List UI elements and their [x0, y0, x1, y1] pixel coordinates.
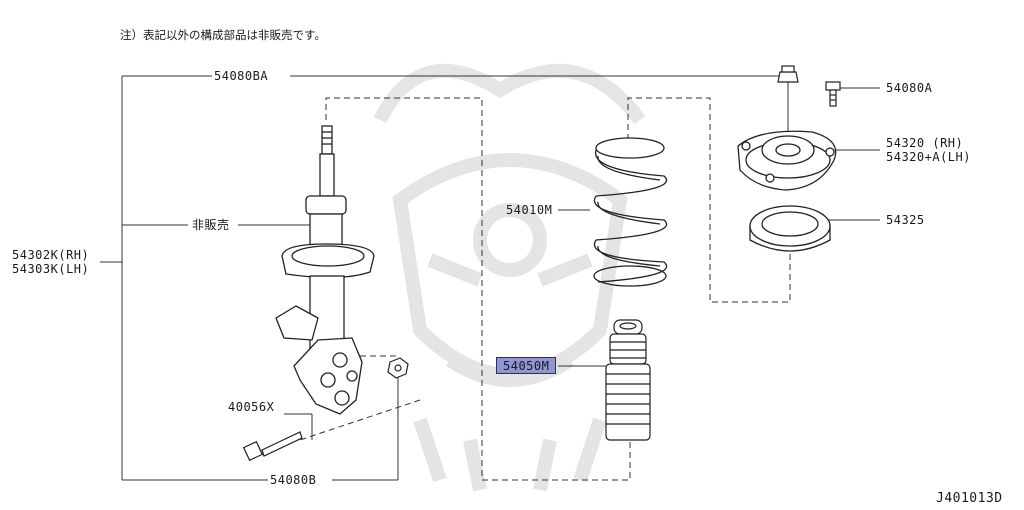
label-54303k-lh[interactable]: 54303K(LH)	[12, 262, 90, 276]
note-text: 注）表記以外の構成部品は非販売です。	[120, 28, 326, 42]
leader-lines	[100, 75, 880, 481]
label-54302k-rh[interactable]: 54302K(RH)	[12, 248, 90, 262]
label-54320-rh[interactable]: 54320 (RH)	[886, 136, 964, 150]
label-54325[interactable]: 54325	[886, 213, 925, 227]
bolt-40056x-drawing	[242, 431, 303, 462]
strut-mount-drawing	[737, 130, 837, 191]
label-not-sold: 非販売	[192, 218, 230, 232]
label-54320a-lh[interactable]: 54320+A(LH)	[886, 150, 971, 164]
label-54080a[interactable]: 54080A	[886, 81, 933, 95]
strut-assembly-drawing	[275, 125, 375, 415]
label-40056x[interactable]: 40056X	[228, 400, 275, 414]
label-54080ba[interactable]: 54080BA	[214, 69, 269, 83]
label-54050m-highlighted[interactable]: 54050M	[496, 357, 557, 374]
diagram-code: J401013D	[936, 491, 1003, 506]
top-nut-drawing	[777, 65, 799, 83]
bump-stop-boot-drawing	[605, 319, 651, 441]
nut-54080b-drawing	[387, 357, 409, 379]
coil-spring-drawing	[593, 137, 668, 287]
watermark-logo	[373, 63, 646, 492]
spring-seat-drawing	[749, 205, 831, 252]
label-54080b[interactable]: 54080B	[270, 473, 317, 487]
dashed-groupings	[299, 97, 791, 481]
bolt-54080a-drawing	[825, 81, 841, 107]
label-54010m[interactable]: 54010M	[506, 203, 553, 217]
